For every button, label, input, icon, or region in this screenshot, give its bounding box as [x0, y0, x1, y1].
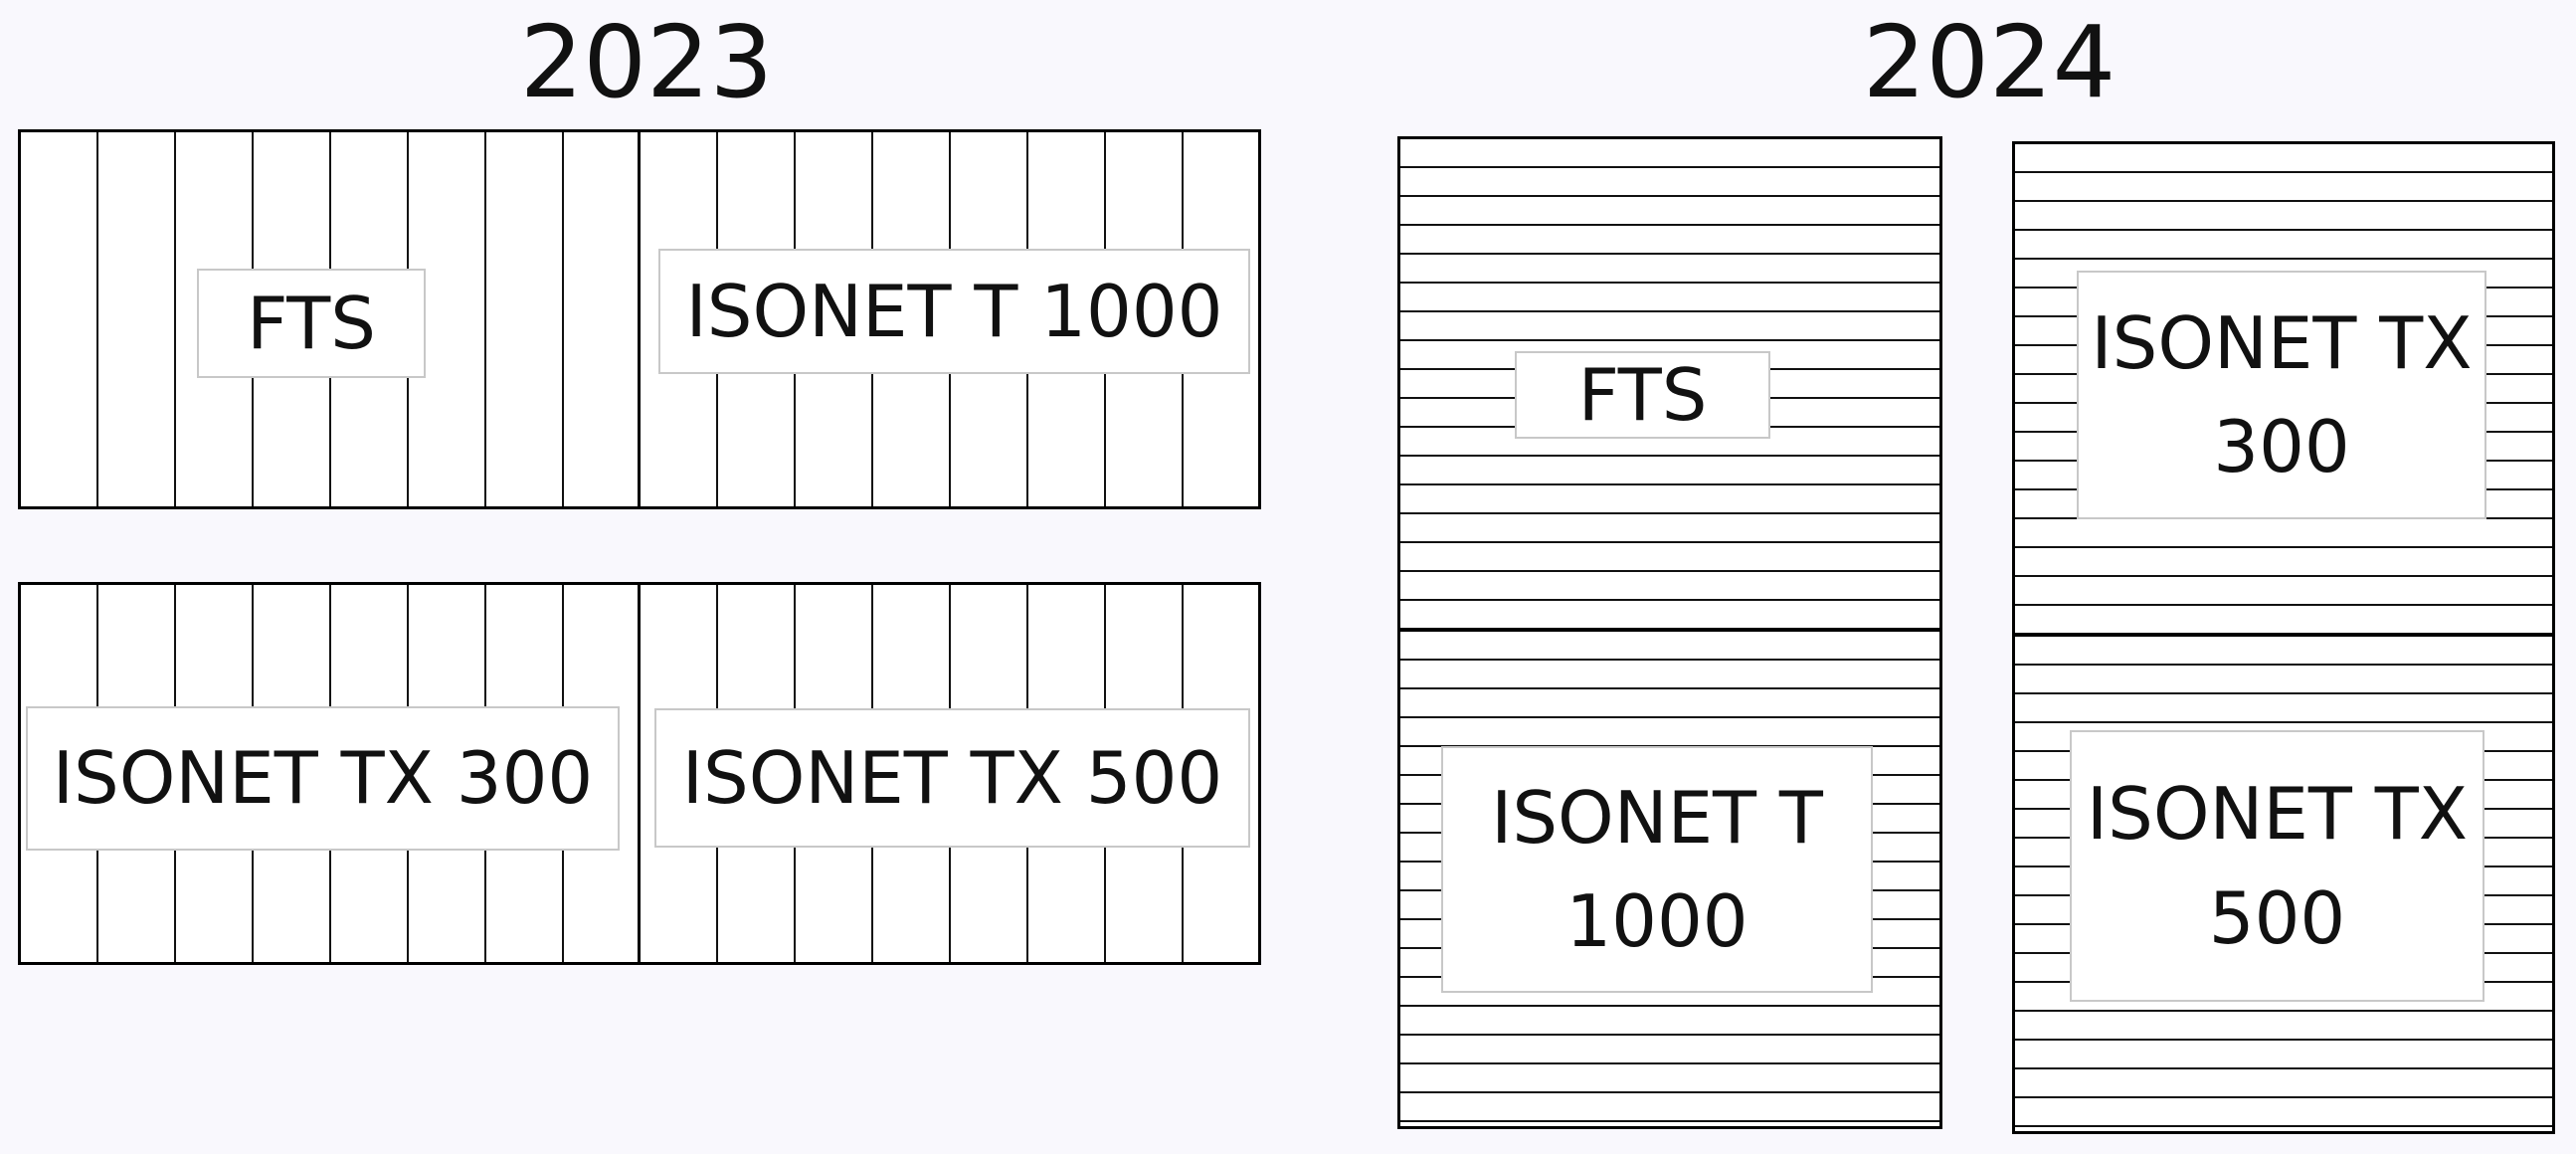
label-2023-fts: FTS [197, 269, 426, 378]
year-title-2024: 2024 [1862, 4, 2116, 120]
label-2023-isonet-tx-500: ISONET TX 500 [654, 708, 1250, 848]
label-2024-isonet-tx-500: ISONET TX 500 [2070, 730, 2484, 1002]
label-2023-isonet-t-1000: ISONET T 1000 [658, 249, 1250, 374]
block-2024-isonet-tx-300: ISONET TX 300 [2012, 141, 2555, 639]
block-2024-isonet-t-1000: ISONET T 1000 [1397, 629, 1942, 1129]
block-2023-isonet-t-1000: ISONET T 1000 [638, 129, 1261, 509]
label-2024-fts: FTS [1515, 351, 1770, 439]
label-2023-isonet-tx-300: ISONET TX 300 [26, 706, 620, 851]
block-2023-isonet-tx-500: ISONET TX 500 [638, 582, 1261, 965]
label-2024-isonet-tx-300: ISONET TX 300 [2077, 271, 2486, 519]
block-2024-fts: FTS [1397, 136, 1942, 634]
block-2024-isonet-tx-500: ISONET TX 500 [2012, 634, 2555, 1134]
block-2023-fts: FTS [18, 129, 642, 509]
label-2024-isonet-t-1000: ISONET T 1000 [1441, 746, 1873, 993]
block-2023-isonet-tx-300: ISONET TX 300 [18, 582, 642, 965]
year-title-2023: 2023 [519, 4, 774, 120]
